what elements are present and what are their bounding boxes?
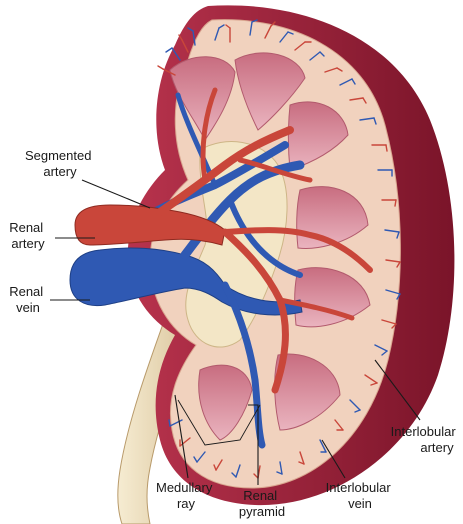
label-medullary-ray: Medullary ray [156,480,216,511]
label-interlobular-artery: Interlobular artery [391,424,460,455]
leader-segmented-artery [82,180,150,208]
label-renal-vein: Renal vein [9,284,47,315]
label-interlobular-vein: Interlobular vein [326,480,395,511]
label-renal-artery: Renal artery [9,220,47,251]
label-segmented-artery: Segmented artery [25,148,95,179]
label-renal-pyramid: Renal pyramid [239,488,285,519]
